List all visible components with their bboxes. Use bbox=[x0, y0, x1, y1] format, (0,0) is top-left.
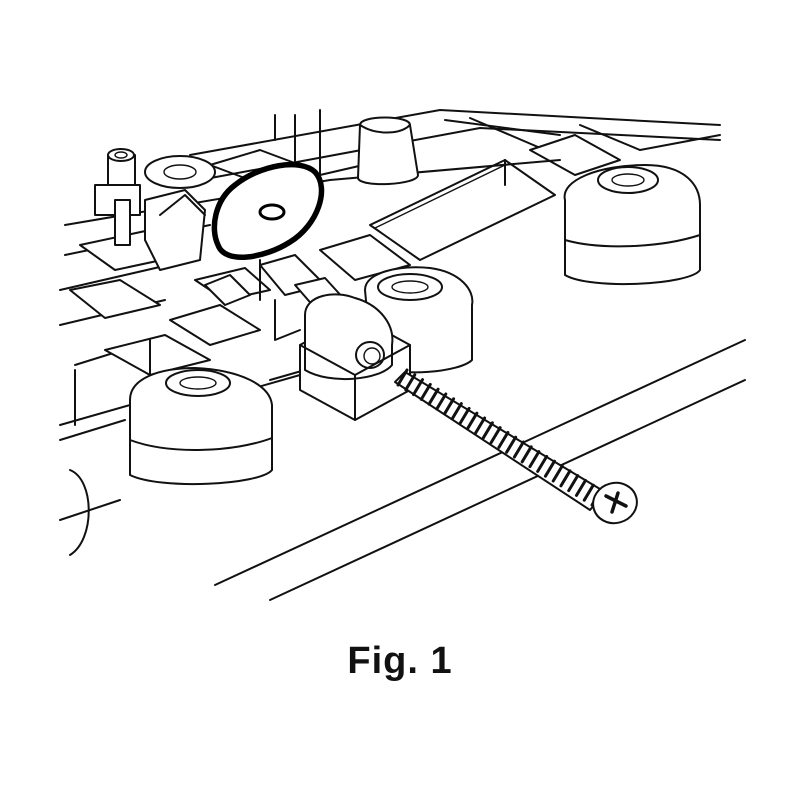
screw-thread bbox=[520, 445, 533, 464]
left-mounting-boss bbox=[129, 367, 273, 486]
screw-thread bbox=[567, 474, 580, 493]
screw-thread bbox=[574, 478, 587, 497]
screw-thread bbox=[412, 378, 425, 397]
screw-thread bbox=[474, 416, 487, 435]
screw-thread bbox=[543, 459, 556, 478]
screw-thread bbox=[497, 430, 510, 449]
oval-gasket-icon bbox=[211, 162, 325, 260]
screw-thread bbox=[458, 406, 471, 425]
screw-thread bbox=[404, 373, 417, 392]
screw-thread bbox=[435, 392, 448, 411]
screw-thread bbox=[559, 469, 572, 488]
floor-rails bbox=[59, 339, 746, 601]
left-washer bbox=[144, 155, 216, 271]
back-posts bbox=[274, 109, 419, 186]
screw-thread bbox=[450, 402, 463, 421]
screw-thread bbox=[582, 483, 595, 502]
screw-thread bbox=[512, 440, 525, 459]
screw-thread bbox=[466, 411, 479, 430]
screw-thread bbox=[427, 387, 440, 406]
figure-caption: Fig. 1 bbox=[347, 640, 453, 682]
screw-thread bbox=[505, 435, 518, 454]
screw-thread bbox=[489, 426, 502, 445]
phillips-screw-icon bbox=[394, 368, 638, 525]
right-mounting-boss bbox=[563, 164, 701, 286]
center-mounting-boss bbox=[364, 266, 474, 374]
screw-thread bbox=[396, 368, 409, 387]
left-pin bbox=[94, 148, 141, 246]
screw-thread bbox=[419, 382, 432, 401]
screw-block bbox=[299, 293, 411, 421]
screw-thread bbox=[536, 454, 549, 473]
screw-thread bbox=[528, 450, 541, 469]
screw-thread bbox=[551, 464, 564, 483]
screw-thread bbox=[481, 421, 494, 440]
screw-thread bbox=[443, 397, 456, 416]
